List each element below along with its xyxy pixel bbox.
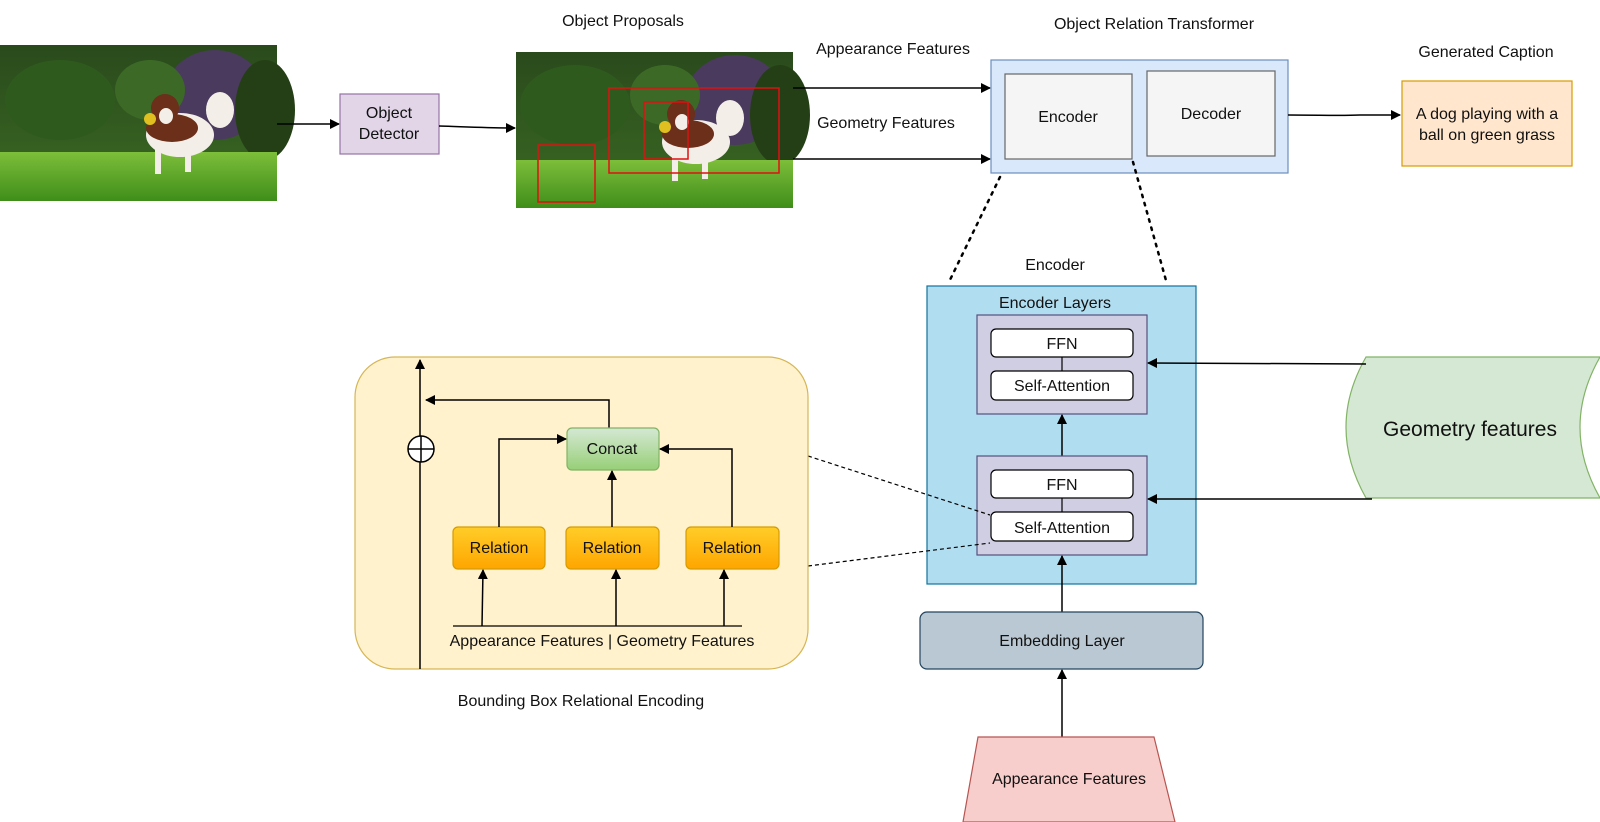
proposal-box-grass [537,144,596,203]
relational-encoding-box [354,356,809,670]
zoom-line-left [946,175,1002,286]
relational-zoom-line-top [807,455,991,516]
caption-line1: A dog playing with a [1416,106,1558,123]
transformer-decoder-label: Decoder [1181,106,1242,123]
transformer-title: Object Relation Transformer [1054,16,1255,33]
caption-line2: ball on green grass [1419,127,1555,144]
ffn-label-upper: FFN [1046,336,1077,353]
generated-caption-box [1401,80,1573,167]
proposal-box-large [608,87,780,174]
embedding-layer-label: Embedding Layer [999,633,1125,650]
transformer-encoder-box [1004,73,1133,160]
input-photo [0,45,295,201]
generated-caption-title: Generated Caption [1418,44,1553,61]
relational-inputs-label: Appearance Features | Geometry Features [450,633,755,650]
proposal-box-dog-head [643,101,689,160]
object-detector-line2: Detector [359,126,420,143]
relation-label-left: Relation [470,540,529,557]
self-attention-box-upper [990,370,1134,401]
sum-icon [407,435,435,463]
relational-encoding-title: Bounding Box Relational Encoding [458,693,704,710]
geometry-to-upper-layer-arrow [1147,358,1367,369]
proposals-photo [516,52,810,208]
bus-to-relation-left-arrow [477,569,488,627]
encoder-layers-title: Encoder Layers [999,295,1111,312]
object-proposals-title: Object Proposals [562,13,684,30]
self-attention-box-lower [990,511,1134,542]
appearance-features-shape [962,736,1176,822]
encoder-detail-title: Encoder [1025,257,1085,274]
relation-left-to-concat-arrow [498,434,567,527]
object-detector-box [339,93,440,155]
transformer-decoder-box [1146,70,1276,157]
relation-label-middle: Relation [583,540,642,557]
relational-zoom-line-bottom [807,542,991,567]
transformer-encoder-label: Encoder [1038,109,1098,126]
appearance-features-input-label: Appearance Features [992,771,1146,788]
relation-right-to-concat-arrow [659,444,733,527]
concat-label: Concat [587,441,638,458]
appearance-features-label: Appearance Features [816,41,970,58]
self-attention-label-lower: Self-Attention [1014,520,1110,537]
concat-to-residual-arrow [425,395,610,428]
geometry-features-label: Geometry Features [817,115,955,132]
relation-label-right: Relation [703,540,762,557]
geometry-features-shape [1345,356,1600,499]
object-detector-line1: Object [366,105,413,122]
ffn-label-lower: FFN [1046,477,1077,494]
zoom-line-right [1131,160,1169,286]
detector-to-proposals-arrow [438,122,516,133]
self-attention-label-upper: Self-Attention [1014,378,1110,395]
geometry-features-input-label: Geometry features [1383,418,1557,441]
